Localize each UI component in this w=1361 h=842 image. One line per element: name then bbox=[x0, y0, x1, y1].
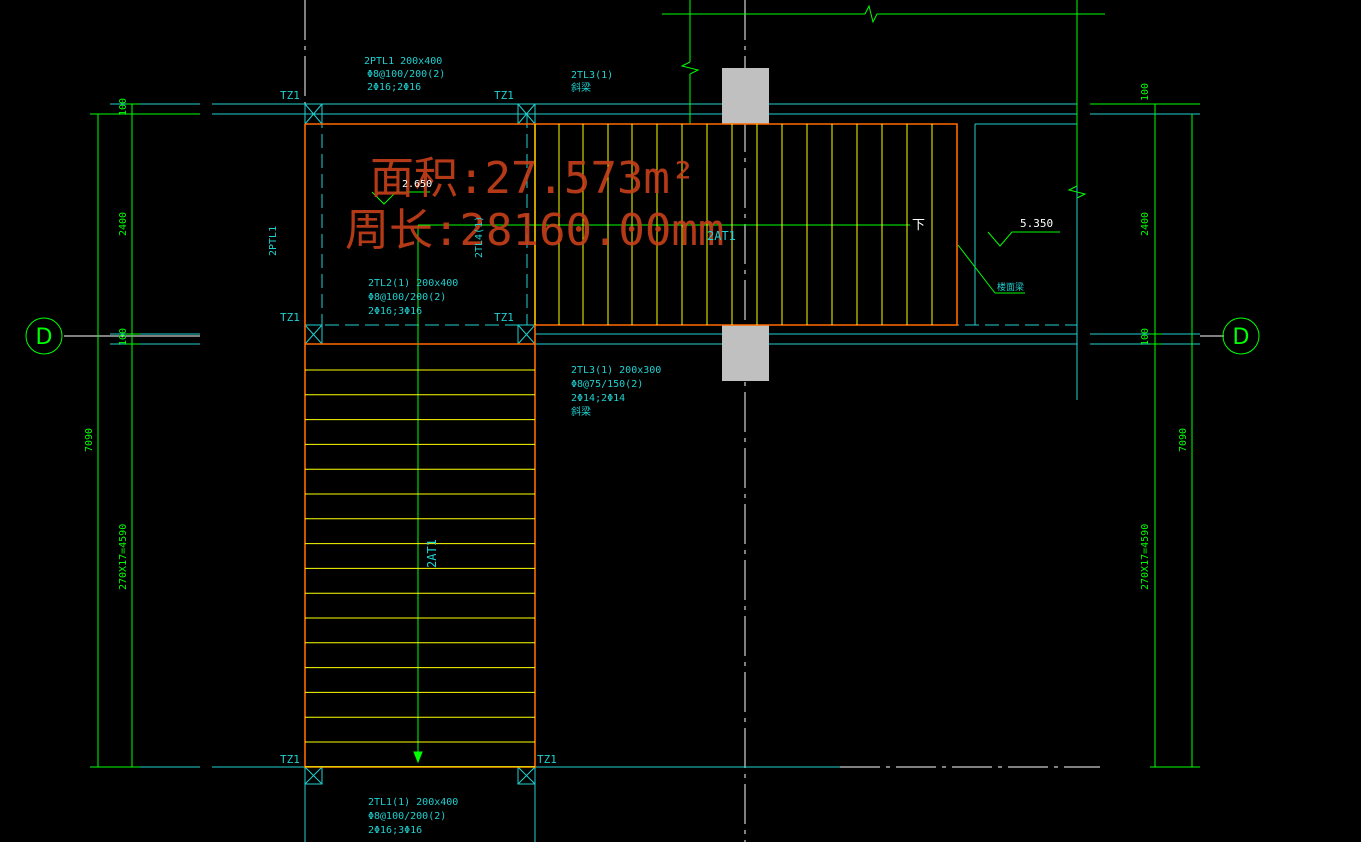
beam-tl1-bot-line1: 2TL1(1) 200x400 bbox=[368, 797, 458, 808]
dim-right-mid: 2400 bbox=[1140, 212, 1151, 236]
dim-right-lower-100: 100 bbox=[1140, 328, 1151, 346]
stair-treads bbox=[305, 124, 933, 768]
column-label-bot-left: TZ1 bbox=[280, 753, 300, 766]
beam-tl2-line1: 2TL2(1) 200x400 bbox=[368, 278, 458, 289]
beam-tl4: 2TL4(1) bbox=[474, 216, 485, 258]
beam-tl1-bot-line3: 2Φ16;3Φ16 bbox=[368, 825, 422, 836]
column-label-bot-right: TZ1 bbox=[537, 753, 557, 766]
area-label: 面积:27.573m² bbox=[370, 153, 696, 204]
beam-tl3-mid-line1: 2TL3(1) 200x300 bbox=[571, 365, 661, 376]
grid-axis-right-label: D bbox=[1233, 325, 1250, 350]
flight-label-upper: 2AT1 bbox=[707, 229, 736, 243]
flight-label-lower: 2AT1 bbox=[425, 539, 439, 568]
dim-right-total: 7090 bbox=[1178, 428, 1189, 452]
elevation-landing: 2.650 bbox=[402, 179, 432, 190]
beam-pt-top-line1: 2PTL1 200x400 bbox=[364, 56, 442, 67]
column-label-mid-right: TZ1 bbox=[494, 311, 514, 324]
dim-left-steps: 270X17=4590 bbox=[118, 524, 129, 590]
beam-tl3-top-line1: 2TL3(1) bbox=[571, 70, 613, 81]
column-label-top-right: TZ1 bbox=[494, 89, 514, 102]
elevation-floor: 5.350 bbox=[1020, 217, 1053, 230]
dim-left-lower-100: 100 bbox=[118, 328, 129, 346]
beam-pt-side: 2PTL1 bbox=[268, 226, 279, 256]
beam-tl1-bot-line2: Φ8@100/200(2) bbox=[368, 811, 446, 822]
perimeter-label: 周长:28160.00mm bbox=[345, 205, 724, 256]
grid-axis-left-label: D bbox=[36, 325, 53, 350]
beam-tl3-mid-line4: 斜梁 bbox=[571, 405, 591, 418]
dim-left-top: 100 bbox=[118, 98, 129, 116]
dim-right-steps: 270X17=4590 bbox=[1140, 524, 1151, 590]
beam-pt-top-line3: 2Φ16;2Φ16 bbox=[367, 82, 421, 93]
beam-tl2-line2: Φ8@100/200(2) bbox=[368, 292, 446, 303]
beam-tl3-top-line2: 斜梁 bbox=[571, 81, 591, 94]
drawing-linework bbox=[25, 0, 1260, 842]
down-mark: 下 bbox=[912, 218, 925, 233]
beam-tl2-line3: 2Φ16;3Φ16 bbox=[368, 306, 422, 317]
beam-pt-top-line2: Φ8@100/200(2) bbox=[367, 69, 445, 80]
column-label-top-left: TZ1 bbox=[280, 89, 300, 102]
slab-note: 楼面梁 bbox=[997, 281, 1024, 293]
dim-left-mid: 2400 bbox=[118, 212, 129, 236]
beam-tl3-mid-line3: 2Φ14;2Φ14 bbox=[571, 393, 625, 404]
column-label-mid-left: TZ1 bbox=[280, 311, 300, 324]
dim-left-total: 7090 bbox=[84, 428, 95, 452]
dim-right-top: 100 bbox=[1140, 83, 1151, 101]
beam-tl3-mid-line2: Φ8@75/150(2) bbox=[571, 379, 643, 390]
